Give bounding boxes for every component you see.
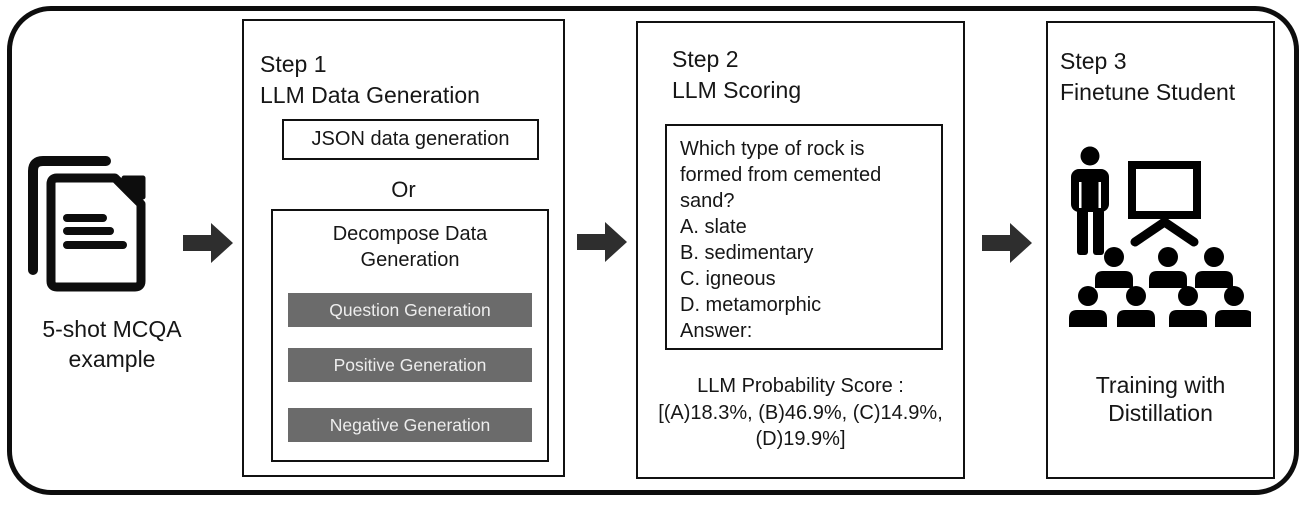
json-data-generation-box: JSON data generation bbox=[282, 119, 539, 160]
question-line: Which type of rock is bbox=[680, 138, 865, 160]
arrow-right-icon bbox=[577, 222, 627, 262]
or-label: Or bbox=[391, 177, 416, 202]
decompose-title: Decompose Data Generation bbox=[332, 223, 488, 271]
question-line: A. slate bbox=[680, 216, 747, 238]
mcqa-question-box: Which type of rock is formed from cement… bbox=[665, 124, 943, 350]
positive-generation-pill: Positive Generation bbox=[288, 348, 532, 382]
step3-title-line2: Finetune Student bbox=[1060, 79, 1236, 105]
json-box-label: JSON data generation bbox=[311, 128, 510, 150]
question-generation-pill: Question Generation bbox=[288, 293, 532, 327]
step2-title: Step 2 LLM Scoring bbox=[672, 44, 801, 106]
step3-title-line1: Step 3 bbox=[1060, 48, 1127, 74]
source-label-line2: example bbox=[68, 346, 156, 372]
step1-title-line1: Step 1 bbox=[260, 51, 327, 77]
step3-title: Step 3 Finetune Student bbox=[1060, 46, 1235, 108]
arrow-right-icon bbox=[183, 223, 233, 263]
score-line: LLM Probability Score : bbox=[697, 375, 904, 397]
step1-box: Step 1 LLM Data Generation JSON data gen… bbox=[242, 19, 565, 477]
documents-icon bbox=[28, 156, 146, 292]
step2-title-line2: LLM Scoring bbox=[672, 77, 802, 103]
negative-generation-pill: Negative Generation bbox=[288, 408, 532, 442]
source-label-line1: 5-shot MCQA bbox=[42, 316, 182, 342]
outer-frame bbox=[7, 6, 1299, 495]
decompose-data-generation-box: Decompose Data Generation Question Gener… bbox=[271, 209, 549, 462]
step1-title: Step 1 LLM Data Generation bbox=[260, 49, 480, 111]
question-line: formed from cemented bbox=[680, 164, 882, 186]
score-line: [(A)18.3%, (B)46.9%, (C)14.9%, bbox=[658, 401, 943, 424]
caption-line2: Distillation bbox=[1108, 400, 1213, 426]
step3-caption: Training with Distillation bbox=[1048, 371, 1273, 427]
caption-line1: Training with bbox=[1095, 372, 1226, 398]
arrow-right-icon bbox=[982, 223, 1032, 263]
question-line: Answer: bbox=[680, 320, 753, 342]
question-line: C. igneous bbox=[680, 268, 776, 290]
source-example-label: 5-shot MCQA example bbox=[14, 314, 210, 374]
question-line: D. metamorphic bbox=[680, 294, 822, 316]
step2-box: Step 2 LLM Scoring Which type of rock is… bbox=[636, 21, 965, 479]
score-line: (D)19.9%] bbox=[755, 428, 846, 450]
question-line: sand? bbox=[680, 190, 735, 212]
question-line: B. sedimentary bbox=[680, 242, 814, 264]
teacher-presentation-icon bbox=[1069, 146, 1251, 327]
step2-title-line1: Step 2 bbox=[672, 46, 739, 72]
llm-probability-score: LLM Probability Score : [(A)18.3%, (B)46… bbox=[638, 373, 963, 453]
step3-box: Step 3 Finetune Student bbox=[1046, 21, 1275, 479]
step1-title-line2: LLM Data Generation bbox=[260, 82, 480, 108]
